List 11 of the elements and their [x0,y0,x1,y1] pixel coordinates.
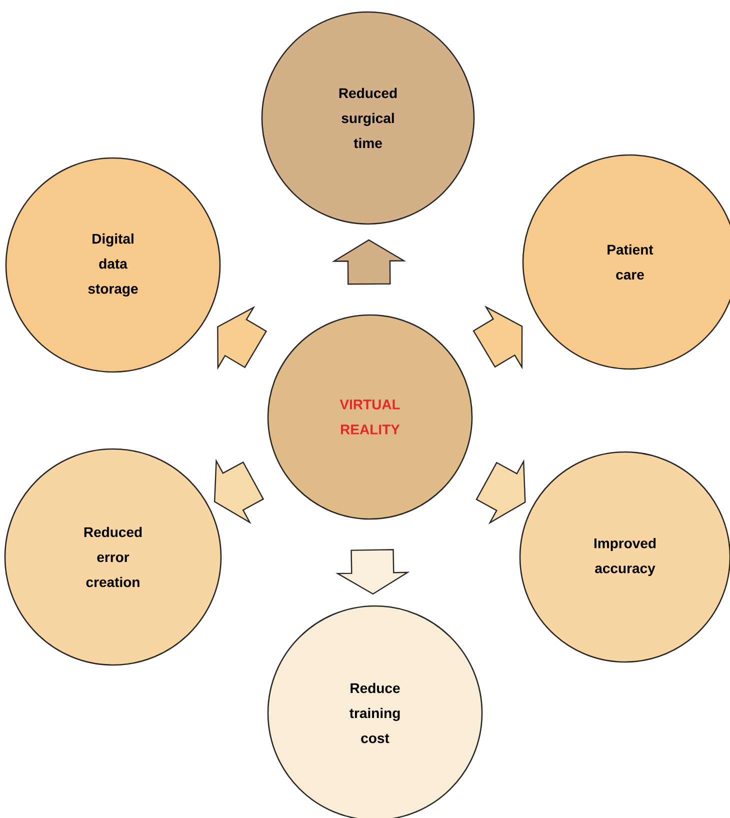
block-arrow [476,459,526,524]
block-arrow [332,239,406,285]
block-arrow [335,549,410,595]
circle-node: VIRTUAL REALITY [267,314,473,520]
circle-node: Improved accuracy [519,451,730,663]
circle-node: Patient care [522,154,730,370]
block-arrow [472,306,523,370]
circle-node: Reduced error creation [4,448,222,666]
circle-node: Reduced surgical time [261,11,475,225]
circle-node: Digital data storage [5,157,221,373]
circle-node: Reduce training cost [267,605,483,818]
